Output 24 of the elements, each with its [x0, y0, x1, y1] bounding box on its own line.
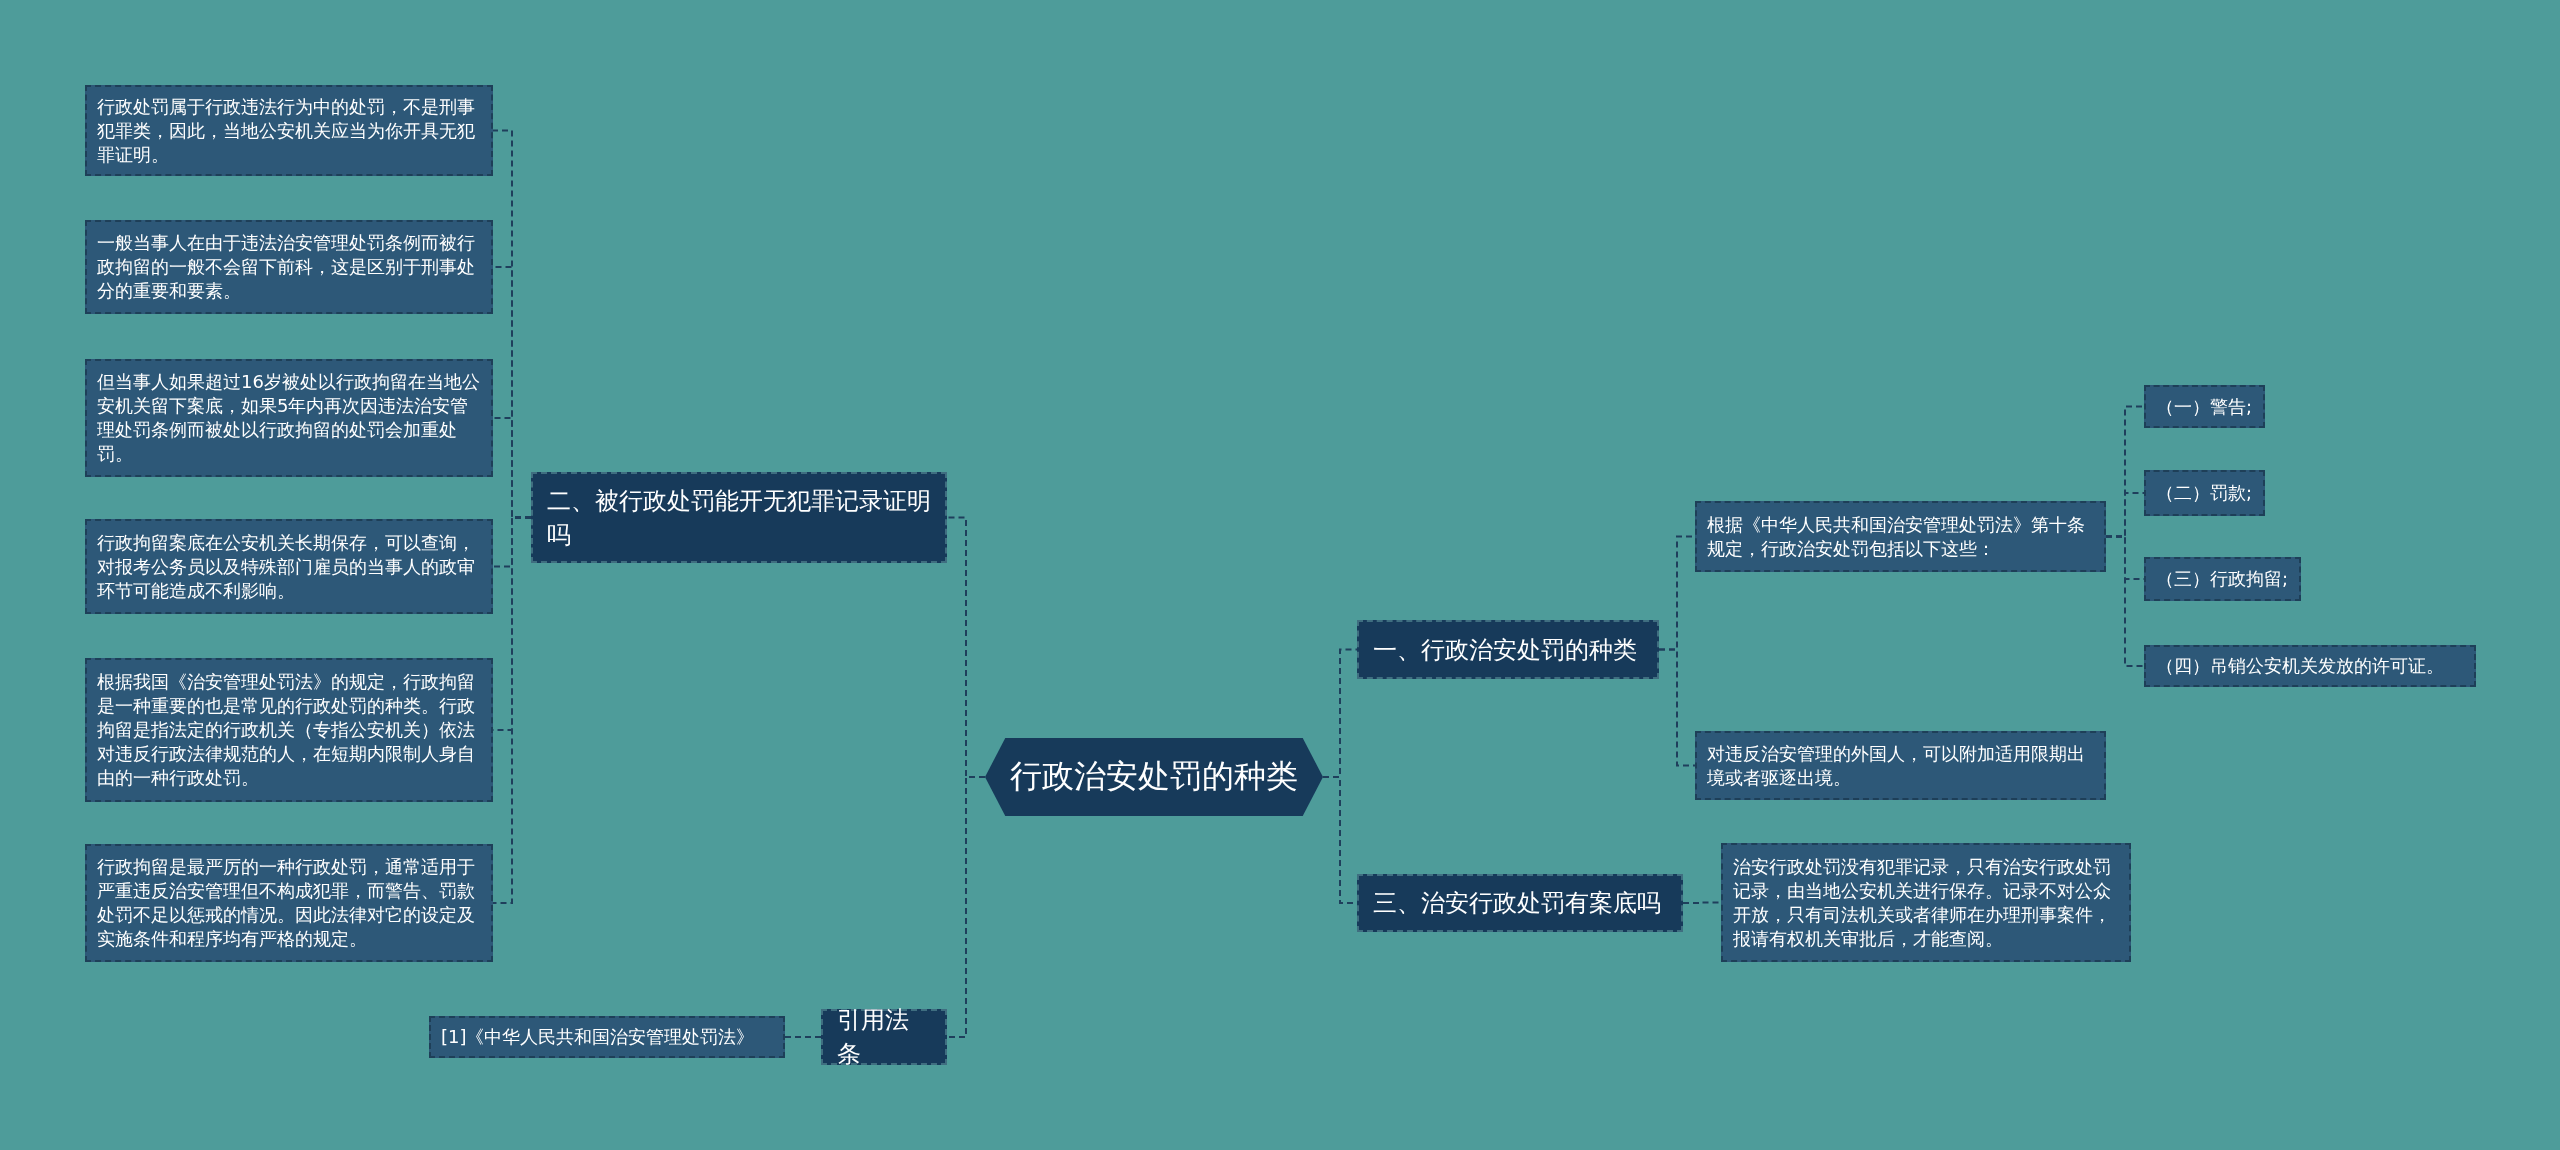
note-box: （一）警告; — [2144, 385, 2265, 428]
note-box: 治安行政处罚没有犯罪记录，只有治安行政处罚记录，由当地公安机关进行保存。记录不对公众开放，只有司法机关或者律师在办理刑事案件，报请有权机关审批后，才能查阅。 — [1721, 843, 2131, 962]
note-box: 行政拘留案底在公安机关长期保存，可以查询，对报考公务员以及特殊部门雇员的当事人的政审环节可能造成不利影响。 — [85, 519, 493, 614]
connector-line — [2105, 535, 2145, 667]
note-box: 根据《中华人民共和国治安管理处罚法》第十条规定，行政治安处罚包括以下这些： — [1695, 501, 2106, 572]
topic-box: 一、行政治安处罚的种类 — [1357, 620, 1659, 679]
note-box: 根据我国《治安管理处罚法》的规定，行政拘留是一种重要的也是常见的行政处罚的种类。行政拘留是指法定的行政机关（专指公安机关）依法对违反行政法律规范的人，在短期内限制人身自由的一种行政处罚。 — [85, 658, 493, 802]
note-box: [1]《中华人民共和国治安管理处罚法》 — [429, 1016, 785, 1058]
note-box: 行政拘留是最严厉的一种行政处罚，通常适用于严重违反治安管理但不构成犯罪，而警告、罚款处罚不足以惩戒的情况。因此法律对它的设定及实施条件和程序均有严格的规定。 — [85, 844, 493, 962]
connector-line — [1682, 901, 1722, 904]
central-topic: 行政治安处罚的种类 — [985, 738, 1323, 816]
connector-line — [1658, 648, 1696, 767]
note-box: 行政处罚属于行政违法行为中的处罚，不是刑事犯罪类，因此，当地公安机关应当为你开具无犯罪证明。 — [85, 85, 493, 176]
topic-box: 引用法条 — [821, 1009, 947, 1065]
note-box: （四）吊销公安机关发放的许可证。 — [2144, 645, 2476, 687]
topic-box: 二、被行政处罚能开无犯罪记录证明吗 — [531, 472, 947, 563]
connector-line — [784, 1036, 822, 1038]
note-box: （二）罚款; — [2144, 470, 2265, 516]
note-box: （三）行政拘留; — [2144, 557, 2301, 601]
note-box: 对违反治安管理的外国人，可以附加适用限期出境或者驱逐出境。 — [1695, 731, 2106, 800]
topic-box: 三、治安行政处罚有案底吗 — [1357, 874, 1683, 932]
note-box: 但当事人如果超过16岁被处以行政拘留在当地公安机关留下案底，如果5年内再次因违法治安管理处罚条例而被处以行政拘留的处罚会加重处罚。 — [85, 359, 493, 477]
note-box: 一般当事人在由于违法治安管理处罚条例而被行政拘留的一般不会留下前科，这是区别于刑事处分的重要和要素。 — [85, 220, 493, 314]
connector-line — [946, 776, 986, 1038]
